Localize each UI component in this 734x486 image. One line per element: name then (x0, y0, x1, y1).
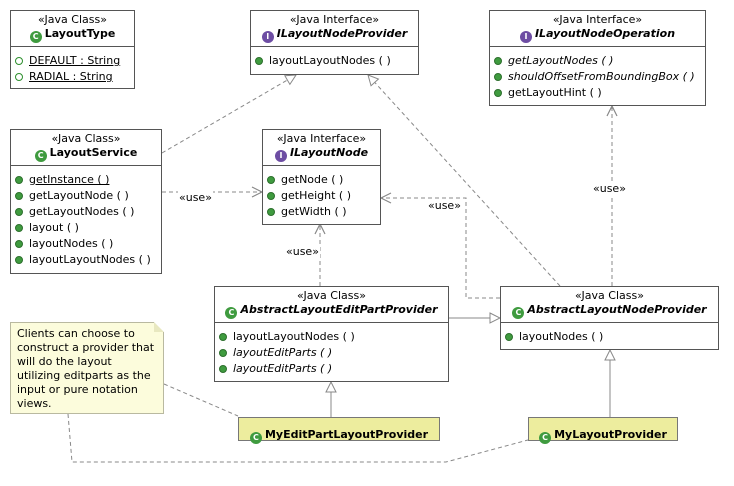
field: RADIAL : String (29, 70, 113, 83)
class-icon: C (539, 432, 552, 444)
method-icon (219, 365, 227, 373)
interface-icon: I (519, 31, 532, 43)
method: layoutLayoutNodes ( ) (269, 54, 391, 67)
method: layoutNodes ( ) (29, 237, 114, 250)
method-icon (15, 208, 23, 216)
method: getNode ( ) (281, 173, 344, 186)
class-icon: C (34, 150, 47, 162)
method-icon (494, 57, 502, 65)
method: layoutLayoutNodes ( ) (29, 253, 151, 266)
method: getLayoutNodes ( ) (508, 54, 614, 67)
method-icon (15, 224, 23, 232)
diagram-note[interactable]: Clients can choose to construct a provid… (10, 322, 164, 414)
stereotype: «Java Interface» (552, 13, 643, 26)
interface-name: ILayoutNode (289, 146, 369, 159)
stereotype: «Java Interface» (276, 132, 367, 145)
method-icon (505, 333, 513, 341)
stereotype: «Java Class» (51, 132, 121, 145)
class-name: LayoutType (44, 27, 116, 40)
method: getLayoutHint ( ) (508, 86, 602, 99)
interface-icon: I (261, 31, 274, 43)
method: layout ( ) (29, 221, 79, 234)
method: getWidth ( ) (281, 205, 347, 218)
class-icon: C (249, 432, 262, 444)
use-label-nodeprovider: «use» (427, 199, 462, 212)
class-name: AbstractLayoutEditPartProvider (240, 303, 438, 316)
class-icon: C (29, 31, 42, 43)
method: getLayoutNodes ( ) (29, 205, 135, 218)
method-icon (267, 192, 275, 200)
method-icon (15, 256, 23, 264)
method-icon (494, 73, 502, 81)
method-icon (15, 240, 23, 248)
class-name: LayoutService (49, 146, 138, 159)
method: getLayoutNode ( ) (29, 189, 129, 202)
method: layoutEditParts ( ) (233, 362, 333, 375)
field: DEFAULT : String (29, 54, 121, 67)
class-name: AbstractLayoutNodeProvider (527, 303, 707, 316)
class-name: MyEditPartLayoutProvider (264, 428, 429, 441)
stereotype: «Java Class» (297, 289, 366, 302)
use-nodeprovider-ilayoutnode (381, 198, 500, 299)
class-icon: C (225, 307, 238, 319)
class-name: MyLayoutProvider (554, 428, 667, 441)
interface-name: ILayoutNodeProvider (276, 27, 408, 40)
realization-layoutservice (161, 75, 296, 154)
field-icon (15, 73, 23, 81)
field-icon (15, 57, 23, 65)
method: layoutEditParts ( ) (233, 346, 333, 359)
interface-name: ILayoutNodeOperation (534, 27, 676, 40)
note-corner (154, 322, 164, 332)
method-icon (255, 57, 263, 65)
stereotype: «Java Class» (38, 13, 107, 26)
method: getHeight ( ) (281, 189, 352, 202)
use-label-operation: «use» (592, 182, 627, 195)
method-icon (219, 333, 227, 341)
stereotype: «Java Interface» (289, 13, 380, 26)
method: getInstance ( ) (29, 173, 110, 186)
method-icon (15, 192, 23, 200)
class-icon: C (512, 307, 525, 319)
method-icon (267, 208, 275, 216)
method: layoutLayoutNodes ( ) (233, 330, 355, 343)
note-anchor-myeditpart (163, 383, 239, 417)
use-label-layoutservice: «use» (178, 191, 213, 204)
note-anchor-mylayout (67, 413, 529, 463)
method-icon (267, 176, 275, 184)
method: layoutNodes ( ) (519, 330, 604, 343)
use-label-editpartprovider: «use» (285, 245, 320, 258)
note-text: Clients can choose to construct a provid… (17, 327, 155, 410)
method-icon (494, 89, 502, 97)
method-icon (15, 176, 23, 184)
method-icon (219, 349, 227, 357)
stereotype: «Java Class» (575, 289, 644, 302)
interface-icon: I (274, 150, 287, 162)
method: shouldOffsetFromBoundingBox ( ) (508, 70, 695, 83)
realization-abstractnodeprovider (368, 75, 561, 287)
